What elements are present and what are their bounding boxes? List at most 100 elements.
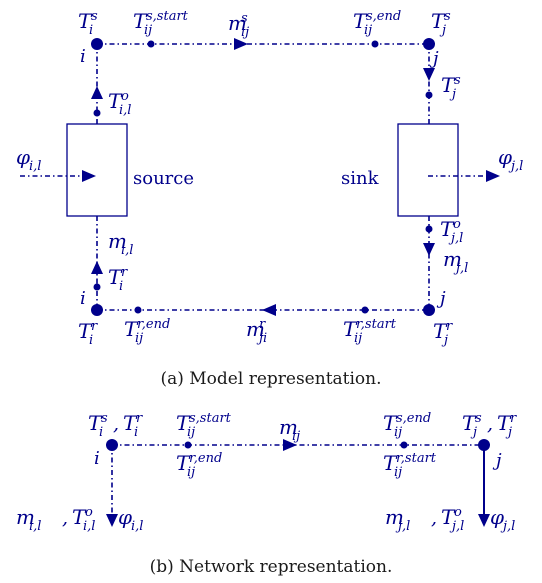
math-superscript: s [475,411,482,426]
math-superscript: s,start [146,9,189,24]
math-subscript: i [119,279,123,294]
model-caption: (a) Model representation. [160,369,381,389]
label-net-m-ij: mij [279,415,300,444]
point-return-start [361,306,369,314]
math-subscript: j,l [508,159,523,174]
network-flow-arrow [283,439,297,451]
math-subscript: i [89,333,93,348]
phi-in-arrow [82,170,96,182]
math-superscript: r [259,317,266,332]
math-base: T [343,317,358,341]
math-superscript: r [446,319,453,334]
math-superscript: s [444,9,451,24]
math-superscript: r [121,265,128,280]
math-subscript: j,l [395,519,410,534]
label-node-i-bottom: i [80,288,86,309]
math-base: m [246,317,265,341]
math-subscript: j [441,333,448,348]
math-superscript: s [101,411,108,426]
math-base: m [385,505,404,529]
math-subscript: j [449,87,456,102]
math-base: T [133,9,148,33]
math-subscript: j [439,23,446,38]
label-m-jl: mj,l [443,247,468,276]
math-base: m [108,229,127,253]
math-subscript: i,l [131,519,143,534]
network-node-j [478,439,490,451]
supply-flow-arrow [234,38,248,50]
point-T-jl-o [425,225,433,233]
network-point-start [184,441,192,449]
math-superscript: s,end [366,9,401,24]
point-T-il-o [93,109,101,117]
node-i-return [91,304,103,316]
math-base: T [123,411,138,435]
math-superscript: o [85,505,93,520]
math-subscript: j,l [448,231,463,246]
math-base: T [353,9,368,33]
label-net-comma-il: , [62,507,68,529]
math-subscript: i [99,425,103,440]
math-superscript: s [91,9,98,24]
math-subscript: ij [144,23,152,38]
point-supply-end [371,40,379,48]
math-base: φ [16,145,30,169]
label-net-phi-il: φi,l [118,505,143,534]
left-lower-arrow [91,261,103,274]
network-node-i [106,439,118,451]
label-net-comma-i: , [113,413,119,435]
math-subscript: ij [187,465,195,480]
math-subscript: ij [241,25,249,40]
label-net-m-il: mi,l [16,505,41,534]
network-caption: (b) Network representation. [150,557,393,577]
math-subscript: i,l [83,519,95,534]
math-base: T [433,319,448,343]
source-box [66,123,128,217]
right-upper-arrow [423,68,435,81]
point-T-i-r [93,283,101,291]
math-base: T [108,89,123,113]
label-net-comma-j: , [487,413,493,435]
math-superscript: r [91,319,98,334]
math-subscript: i,l [29,519,41,534]
math-subscript: ij [354,331,362,346]
math-base: φ [498,145,512,169]
math-base: T [124,317,139,341]
math-base: T [462,411,477,435]
label-net-node-j: j [492,450,502,471]
math-base: T [176,451,191,475]
math-base: T [383,411,398,435]
math-base: T [72,505,87,529]
math-base: T [108,265,123,289]
sink-box [397,123,459,217]
math-subscript: j,l [453,261,468,276]
math-base: T [440,217,455,241]
math-superscript: r,start [356,317,397,332]
math-subscript: ij [394,465,402,480]
label-net-phi-jl: φj,l [490,505,515,534]
math-base: m [443,247,462,271]
left-upper-arrow [91,86,103,99]
math-subscript: ij [187,425,195,440]
point-T-j-s [425,91,433,99]
math-subscript: i,l [29,159,41,174]
math-superscript: r,end [189,451,222,466]
math-subscript: i [89,23,93,38]
right-lower-arrow [423,243,435,256]
